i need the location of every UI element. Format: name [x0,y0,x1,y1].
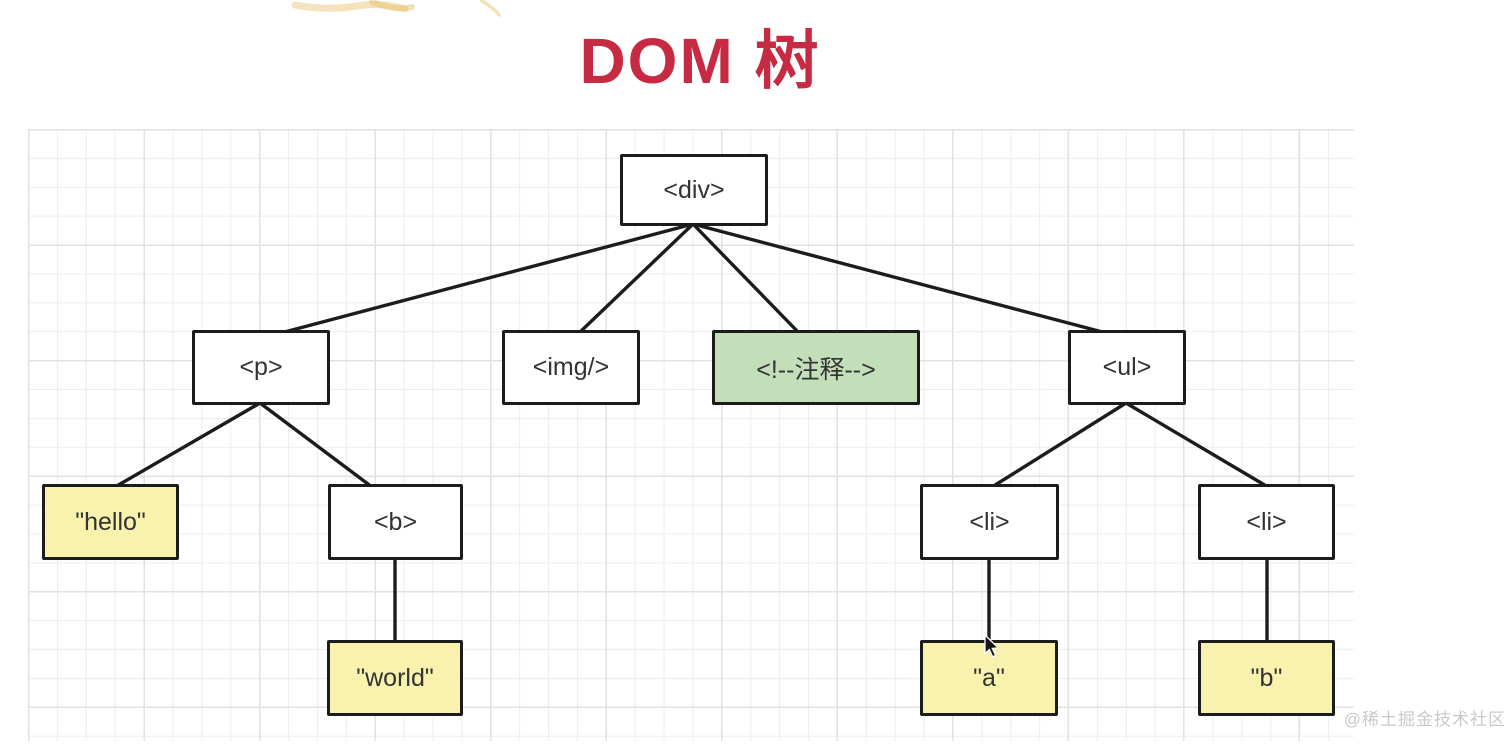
node-p: <p> [192,330,330,405]
node-b-label: <b> [373,507,418,536]
node-b-text-label: "b" [1250,663,1283,692]
node-comment: <!--注释--> [712,330,920,405]
node-li-1-label: <li> [969,507,1010,536]
node-hello: "hello" [42,484,179,560]
node-ul-label: <ul> [1102,353,1152,381]
node-li-2-label: <li> [1246,507,1287,536]
node-b-text: "b" [1198,640,1335,716]
node-comment-label: <!--注释--> [756,355,876,384]
watermark: @稀土掘金技术社区 [1343,710,1506,729]
node-b: <b> [328,484,463,560]
node-hello-label: "hello" [75,507,146,536]
page-title: DOM 树 [579,25,821,97]
node-li-2: <li> [1198,484,1335,560]
node-li-1: <li> [920,484,1059,560]
node-a-label: "a" [973,663,1005,692]
node-div-label: <div> [663,175,725,204]
node-world: "world" [327,640,463,716]
node-img: <img/> [502,330,640,405]
node-a: "a" [920,640,1058,716]
node-world-label: "world" [356,663,434,692]
node-div: <div> [620,154,768,226]
node-ul: <ul> [1068,330,1186,405]
node-img-label: <img/> [532,353,610,381]
node-p-label: <p> [239,353,283,381]
